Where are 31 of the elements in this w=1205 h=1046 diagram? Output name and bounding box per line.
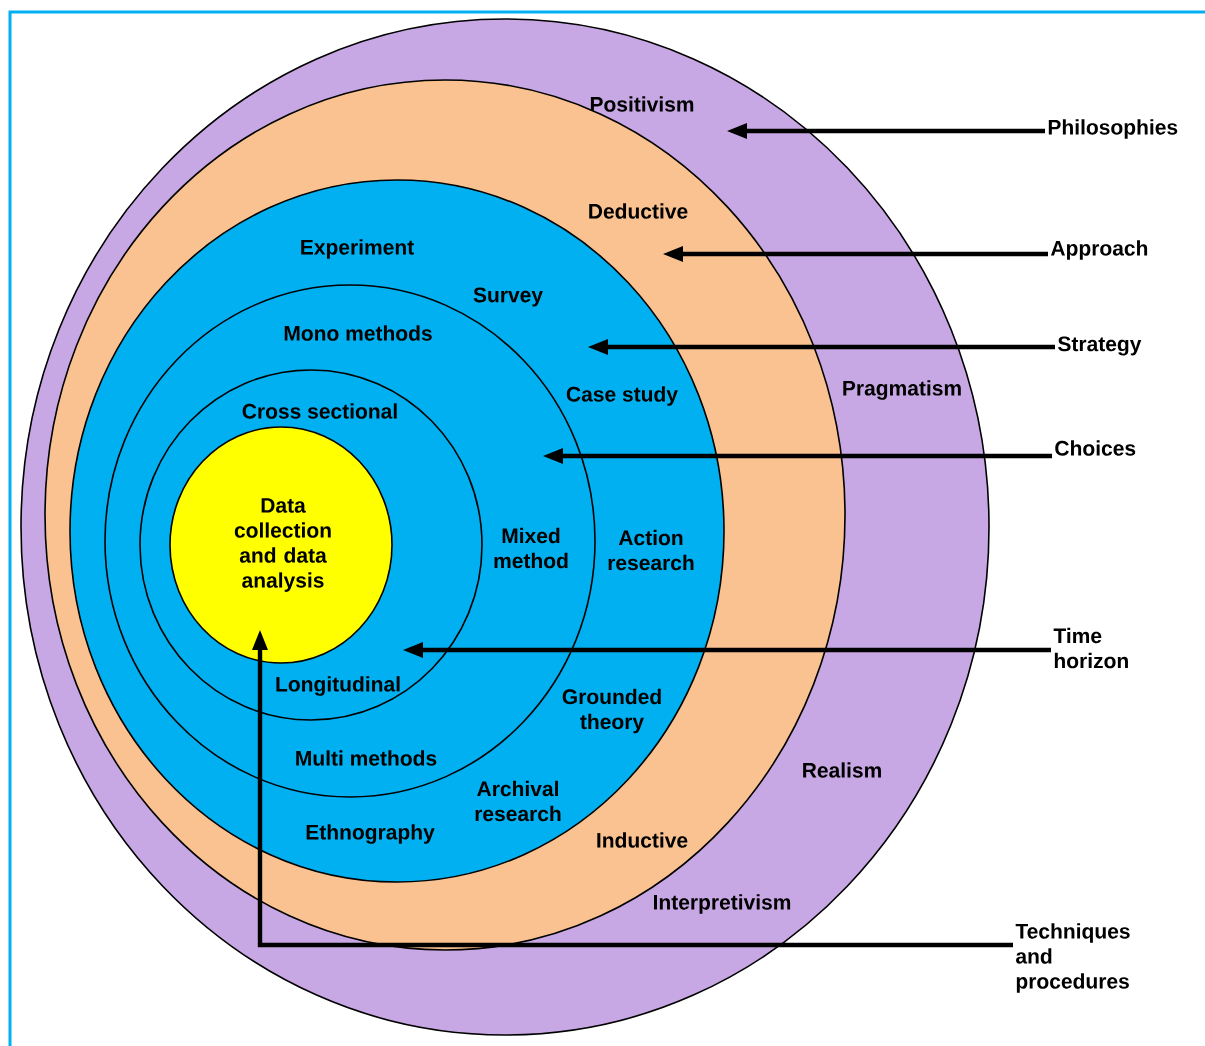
arrow xyxy=(543,448,1052,464)
layer-label: Positivism xyxy=(590,96,694,112)
layer-name: Techniques and procedures xyxy=(1015,923,1130,993)
layer-label: Data collection and data analysis xyxy=(234,498,331,592)
arrow xyxy=(588,339,1055,355)
layer-label: Realism xyxy=(803,762,881,778)
arrow xyxy=(727,123,1045,139)
layer-name: Philosophies xyxy=(1048,119,1178,139)
layer-name: Time horizon xyxy=(1053,627,1128,669)
layer-name: Approach xyxy=(1050,240,1148,260)
arrow xyxy=(663,246,1048,262)
layer-label: Cross sectional xyxy=(242,403,397,419)
layer-label: Longitudinal xyxy=(276,676,400,696)
layer-label: Action research xyxy=(608,529,694,571)
layer-label: Inductive xyxy=(597,832,688,848)
layer-label: Experiment xyxy=(301,239,414,259)
layer-label: Survey xyxy=(473,287,543,307)
layer-label: Archival research xyxy=(475,780,561,822)
arrow xyxy=(403,642,1051,658)
layer-label: Ethnography xyxy=(306,824,435,844)
layer-label: Pragmatism xyxy=(843,380,961,400)
layer-name: Strategy xyxy=(1058,336,1142,356)
layer-label: Deductive xyxy=(589,203,688,219)
arrow xyxy=(252,630,1013,948)
layer-name: Choices xyxy=(1055,440,1136,456)
layer-label: Mono methods xyxy=(284,325,432,341)
layer-label: Interpretivism xyxy=(654,894,791,914)
layer-label: Multi methods xyxy=(296,750,437,766)
layer-label: Mixed method xyxy=(494,527,568,569)
layer-label: Grounded theory xyxy=(562,688,661,734)
layer-label: Case study xyxy=(566,386,678,406)
